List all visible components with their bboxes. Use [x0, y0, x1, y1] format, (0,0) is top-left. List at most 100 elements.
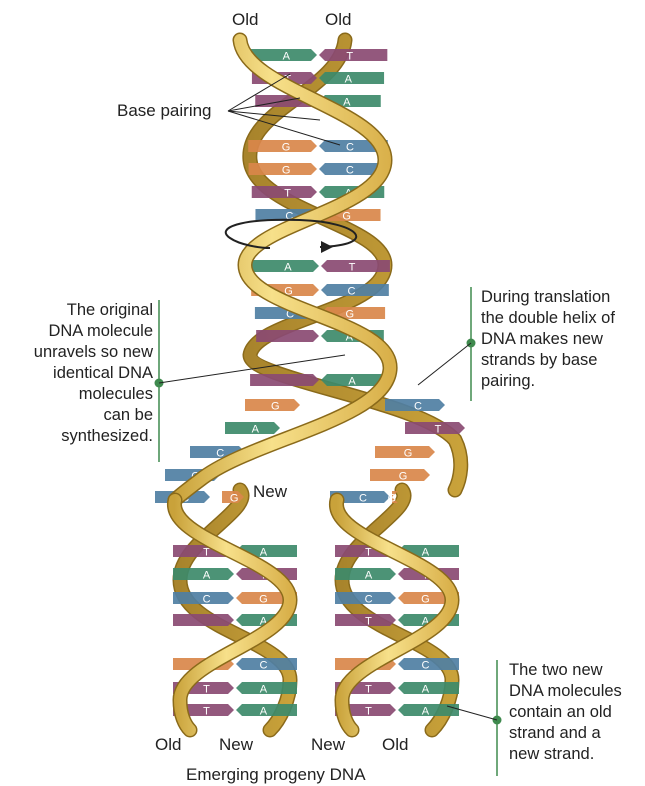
base-A-letter: A	[203, 570, 211, 582]
strand-label-bottom-old-2: Old	[382, 735, 408, 755]
daughter-right-pair-2-left: C	[335, 592, 396, 606]
daughter-left-pair-6-right: A	[236, 704, 297, 718]
fork-right-base-1: T	[405, 422, 465, 436]
base-C-letter: C	[359, 493, 367, 505]
note-base-pairing-translation: During translation the double helix of D…	[481, 287, 615, 392]
base-T-bar	[173, 614, 234, 626]
base-C-letter: C	[365, 594, 373, 606]
parent-pair-0-right: T	[319, 49, 387, 63]
base-T-bar	[250, 374, 319, 386]
daughter-right-pair-1-left: A	[335, 568, 396, 582]
base-A-letter: A	[260, 706, 268, 718]
base-G-letter: G	[259, 594, 268, 606]
base-G-letter: G	[399, 471, 408, 483]
fork-right-base-2: G	[375, 446, 435, 460]
base-T-letter: T	[346, 51, 353, 63]
base-T-letter: T	[365, 684, 372, 696]
parent-pair-4-left: G	[249, 163, 317, 177]
base-A-letter: A	[252, 424, 260, 436]
base-G-letter: G	[282, 165, 291, 177]
daughter-left-pair-6: TA	[173, 704, 297, 718]
caption: Emerging progeny DNA	[186, 765, 366, 785]
base-A-letter: A	[422, 547, 430, 559]
base-A-letter: A	[422, 684, 430, 696]
parent-pair-10-left-unlabeled	[256, 330, 319, 342]
base-A-letter: A	[260, 547, 268, 559]
rotation-arrowhead	[321, 241, 333, 253]
parent-pair-11-left-unlabeled	[250, 374, 319, 386]
daughter-left-pair-2-left: C	[173, 592, 234, 606]
base-A-letter: A	[348, 376, 356, 388]
parent-pair-5-left: T	[252, 186, 317, 200]
daughter-right-pair-6-right: A	[398, 704, 459, 718]
strand-label-bottom-new-2: New	[311, 735, 345, 755]
base-G-letter: G	[388, 493, 397, 505]
base-C-letter: C	[414, 401, 422, 413]
daughter-left-pair-5-right: A	[236, 682, 297, 696]
note-new-molecules: The two new DNA molecules contain an old…	[509, 660, 622, 765]
base-A-letter: A	[343, 97, 351, 109]
base-T-letter: T	[203, 684, 210, 696]
parent-pair-7-right: T	[321, 260, 390, 274]
daughter-right-pair-3-left: T	[335, 614, 396, 628]
parent-pair-1-right: A	[319, 72, 384, 86]
note-original-molecule: The original DNA molecule unravels so ne…	[34, 300, 153, 447]
base-C-letter: C	[259, 660, 267, 672]
base-T-letter: T	[349, 262, 356, 274]
base-A-letter: A	[260, 684, 268, 696]
fork-right-base-0: C	[385, 399, 445, 413]
parent-pair-0: AT	[249, 49, 388, 63]
base-A-letter: A	[283, 51, 291, 63]
base-pairing-label: Base pairing	[117, 101, 212, 121]
base-A-letter: A	[284, 262, 292, 274]
base-A-letter: A	[345, 74, 353, 86]
base-pairs: ATTAAGCGCTACGATGCCGAAGACCCGCTGGCGTAATCGA…	[155, 49, 465, 718]
base-T-letter: T	[435, 424, 442, 436]
daughter-right-pair-5-right: A	[398, 682, 459, 696]
base-T-letter: T	[365, 547, 372, 559]
base-C-letter: C	[346, 142, 354, 154]
base-A-letter: A	[365, 570, 373, 582]
base-G-letter: G	[342, 211, 351, 223]
daughter-right-pair-2: CG	[335, 592, 459, 606]
fork-new-label: New	[253, 482, 287, 502]
base-T-letter: T	[365, 616, 372, 628]
base-T-bar	[321, 260, 390, 272]
base-G-letter: G	[346, 309, 355, 321]
parent-pair-8-right: C	[321, 284, 389, 298]
base-G-letter: G	[271, 401, 280, 413]
daughter-right-pair-4-right: C	[398, 658, 459, 672]
fork-right-base-3: G	[370, 469, 430, 483]
base-C-letter: C	[203, 594, 211, 606]
base-C-letter: C	[346, 165, 354, 177]
base-C-letter: C	[421, 660, 429, 672]
callout-right-top-leader	[418, 343, 471, 385]
strand-label-bottom-old-1: Old	[155, 735, 181, 755]
base-G-letter: G	[404, 448, 413, 460]
base-G-letter: G	[230, 493, 239, 505]
base-C-letter: C	[348, 286, 356, 298]
daughter-left-pair-3-left-unlabeled	[173, 614, 234, 626]
base-A-letter: A	[422, 706, 430, 718]
daughter-left-pair-1-left: A	[173, 568, 234, 582]
base-T-letter: T	[203, 547, 210, 559]
strand-label-bottom-new-1: New	[219, 735, 253, 755]
fork-left-base-1: A	[225, 422, 280, 436]
parent-pair-7-left: A	[250, 260, 319, 274]
fork-left-base-0: G	[245, 399, 300, 413]
base-T-bar	[256, 330, 319, 342]
base-G-letter: G	[282, 142, 291, 154]
base-T-letter: T	[203, 706, 210, 718]
daughter-left-pair-4-right: C	[236, 658, 297, 672]
base-G-letter: G	[421, 594, 430, 606]
parent-pair-7: AT	[250, 260, 390, 274]
base-T-letter: T	[365, 706, 372, 718]
base-T-bar	[319, 49, 387, 61]
base-T-letter: T	[284, 188, 291, 200]
strand-label-top-right: Old	[325, 10, 351, 30]
